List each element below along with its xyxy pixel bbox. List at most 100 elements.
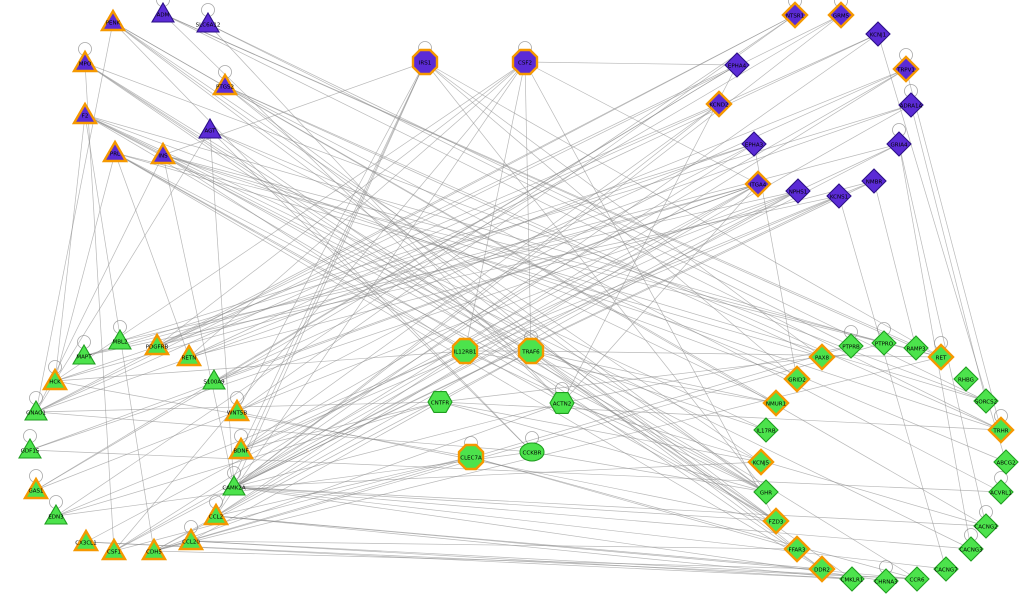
node-PTPRB[interactable]: PTPRB — [838, 333, 864, 359]
node-NPHS1[interactable]: NPHS1 — [785, 178, 811, 204]
node-label: AGT — [204, 129, 216, 135]
node-ACTN2[interactable]: ACTN2 — [549, 392, 575, 414]
node-GAS1[interactable]: GAS1 — [22, 476, 50, 500]
node-IRS1[interactable]: IRS1 — [411, 48, 439, 76]
edge — [215, 61, 526, 517]
node-MPO[interactable]: MPO — [71, 49, 99, 73]
node-GNAO1[interactable]: GNAO1 — [24, 399, 48, 421]
node-CCL20[interactable]: CCL20 — [177, 527, 205, 551]
node-PTGS2[interactable]: PTGS2 — [211, 72, 239, 96]
node-TRHR[interactable]: TRHR — [987, 416, 1015, 444]
node-KCND2[interactable]: KCND2 — [705, 90, 733, 118]
node-BDNF[interactable]: BDNF — [227, 436, 255, 460]
edge — [29, 449, 1002, 493]
node-PTPRO[interactable]: PTPRO — [871, 330, 897, 356]
node-label: CACNG3 — [959, 548, 983, 554]
node-FFAR3[interactable]: FFAR3 — [783, 535, 811, 563]
edge — [29, 183, 759, 451]
node-SORCS2[interactable]: SORCS2 — [973, 388, 999, 414]
node-label: ACVRL1 — [990, 491, 1012, 497]
node-CHRNA3[interactable]: CHRNA3 — [873, 568, 899, 594]
node-WNT5B[interactable]: WNT5B — [223, 398, 251, 422]
node-label: PTGS2 — [216, 85, 234, 91]
node-TRAF6[interactable]: TRAF6 — [517, 337, 545, 365]
edge — [561, 64, 738, 404]
node-AGT[interactable]: AGT — [198, 117, 222, 139]
node-label: PTPRB — [842, 345, 860, 351]
node-KCNJ5[interactable]: KCNJ5 — [747, 448, 775, 476]
edge — [119, 143, 755, 342]
triangle-node-shape — [175, 343, 203, 367]
node-GHR[interactable]: GHR — [753, 479, 779, 505]
node-MBL2[interactable]: MBL2 — [108, 328, 132, 350]
node-CAMK2A[interactable]: CAMK2A — [222, 474, 246, 496]
node-ITGA4[interactable]: ITGA4 — [744, 170, 772, 198]
node-HCK[interactable]: HCK — [41, 367, 69, 391]
node-label: CCL20 — [182, 540, 200, 546]
node-CACNG7[interactable]: CACNG7 — [933, 556, 959, 582]
node-NMUR1[interactable]: NMUR1 — [762, 389, 790, 417]
edge — [240, 103, 720, 451]
triangle-node-shape — [22, 476, 50, 500]
edge — [153, 190, 799, 552]
edge — [215, 515, 853, 580]
octagon-node-shape — [517, 337, 545, 365]
node-PAX8[interactable]: PAX8 — [808, 343, 836, 371]
hexagon-node-shape — [427, 391, 453, 413]
node-PDGFRB[interactable]: PDGFRB — [143, 332, 171, 356]
node-CSF1[interactable]: CSF1 — [100, 537, 128, 561]
edge — [35, 33, 879, 413]
node-KCNS1[interactable]: KCNS1 — [826, 183, 852, 209]
node-PENK[interactable]: PENK — [99, 8, 127, 32]
node-CLEC7A[interactable]: CLEC7A — [457, 443, 485, 471]
edge — [207, 23, 987, 402]
node-CACNG2[interactable]: CACNG2 — [973, 513, 999, 539]
node-CACNG3[interactable]: CACNG3 — [958, 536, 984, 562]
node-NTSR1[interactable]: NTSR1 — [781, 1, 809, 29]
edge — [530, 350, 942, 358]
node-CCR6[interactable]: CCR6 — [904, 566, 930, 592]
node-GDF15[interactable]: GDF15 — [18, 437, 42, 459]
node-RHBG[interactable]: RHBG — [953, 366, 979, 392]
node-IL17RB[interactable]: IL17RB — [753, 417, 779, 443]
node-EPHA3[interactable]: EPHA3 — [741, 131, 767, 157]
node-GRM5[interactable]: GRM5 — [827, 1, 855, 29]
node-ADM[interactable]: ADM — [151, 1, 175, 23]
node-DDR2[interactable]: DDR2 — [808, 555, 836, 583]
node-MAPT[interactable]: MAPT — [72, 343, 96, 365]
node-IL12RB1[interactable]: IL12RB1 — [451, 337, 479, 365]
node-S100A9[interactable]: S100A9 — [202, 368, 226, 390]
node-PRL[interactable]: PRL — [101, 139, 129, 163]
edge — [233, 104, 912, 488]
node-FZD3[interactable]: FZD3 — [762, 507, 790, 535]
node-EPHA4[interactable]: EPHA4 — [724, 52, 750, 78]
node-CCKBR[interactable]: CCKBR — [519, 442, 545, 462]
node-EDN3[interactable]: EDN3 — [44, 503, 68, 525]
node-ACVRL1[interactable]: ACVRL1 — [988, 479, 1014, 505]
node-GRIA4[interactable]: GRIA4 — [886, 131, 912, 157]
node-CDH5[interactable]: CDH5 — [140, 537, 168, 561]
node-F2[interactable]: F2 — [71, 101, 99, 125]
node-NMBR[interactable]: NMBR — [861, 168, 887, 194]
node-CX3CL1[interactable]: CX3CL1 — [72, 528, 100, 552]
edge — [114, 152, 190, 358]
node-RETN[interactable]: RETN — [175, 343, 203, 367]
node-KCNJ1[interactable]: KCNJ1 — [865, 21, 891, 47]
diamond-node-shape — [753, 479, 779, 505]
node-RET[interactable]: RET — [927, 343, 955, 371]
node-ADRA1A[interactable]: ADRA1A — [898, 92, 924, 118]
node-GRID2[interactable]: GRID2 — [783, 365, 811, 393]
node-SLC6A12[interactable]: SLC6A12 — [196, 11, 221, 33]
node-CMKLR1[interactable]: CMKLR1 — [839, 566, 865, 592]
node-label: CSF1 — [107, 550, 121, 556]
node-ABCG2[interactable]: ABCG2 — [993, 449, 1019, 475]
node-CCL2[interactable]: CCL2 — [202, 502, 230, 526]
node-CSF2[interactable]: CSF2 — [511, 48, 539, 76]
node-INS[interactable]: INS — [149, 141, 177, 165]
node-TRPV1[interactable]: TRPV1 — [892, 55, 920, 83]
node-CNTFR[interactable]: CNTFR — [427, 391, 453, 413]
node-RAMP3[interactable]: RAMP3 — [903, 335, 929, 361]
triangle-node-shape — [198, 117, 222, 139]
